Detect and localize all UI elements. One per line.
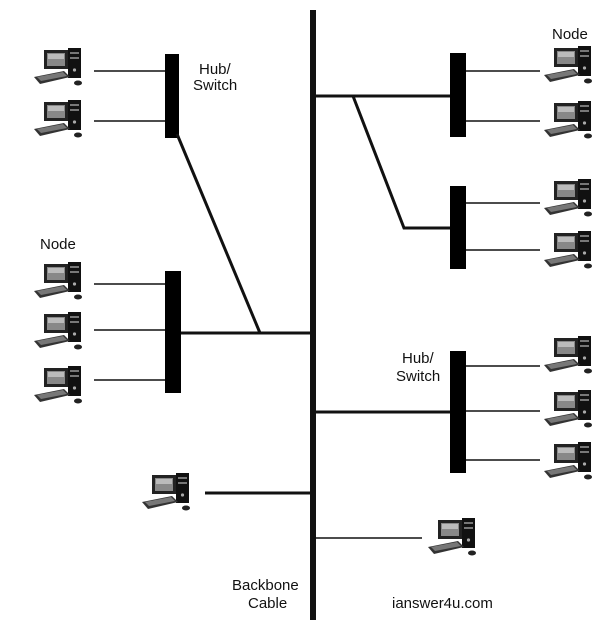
label-backbone-line2: Cable [248, 595, 287, 612]
desktop-computer-icon [34, 262, 82, 300]
desktop-computer-icon [142, 473, 190, 511]
desktop-computer-icon [34, 48, 82, 86]
desktop-computer-icon [544, 101, 592, 139]
credit-text: ianswer4u.com [392, 595, 493, 612]
label-backbone-line1: Backbone [232, 577, 299, 594]
desktop-computer-icon [544, 390, 592, 428]
desktop-computer-icon [34, 312, 82, 350]
desktop-computer-icon [34, 100, 82, 138]
label-hub-switch-right-line2: Switch [396, 368, 440, 385]
hub-switch-right-3 [450, 351, 466, 473]
desktop-computer-icon [544, 231, 592, 269]
cable-hub-tl-to-backbone [177, 134, 260, 333]
desktop-computer-icon [428, 518, 476, 556]
label-hub-switch-right-line1: Hub/ [402, 350, 435, 367]
label-hub-switch-top-line2: Switch [193, 77, 237, 94]
hub-switch-top-left [165, 54, 179, 138]
label-node-top-right: Node [552, 26, 588, 43]
desktop-computer-icon [544, 442, 592, 480]
desktop-computer-icon [544, 46, 592, 84]
label-node-left: Node [40, 236, 76, 253]
label-hub-switch-top-line1: Hub/ [199, 61, 232, 78]
desktop-computer-icon [34, 366, 82, 404]
desktop-computer-icon [544, 336, 592, 374]
cable-backbone-to-hub-r2 [353, 96, 450, 228]
hub-switch-left [165, 271, 181, 393]
hub-switch-top-right [450, 53, 466, 137]
desktop-computer-icon [544, 179, 592, 217]
hub-switch-right-2 [450, 186, 466, 269]
